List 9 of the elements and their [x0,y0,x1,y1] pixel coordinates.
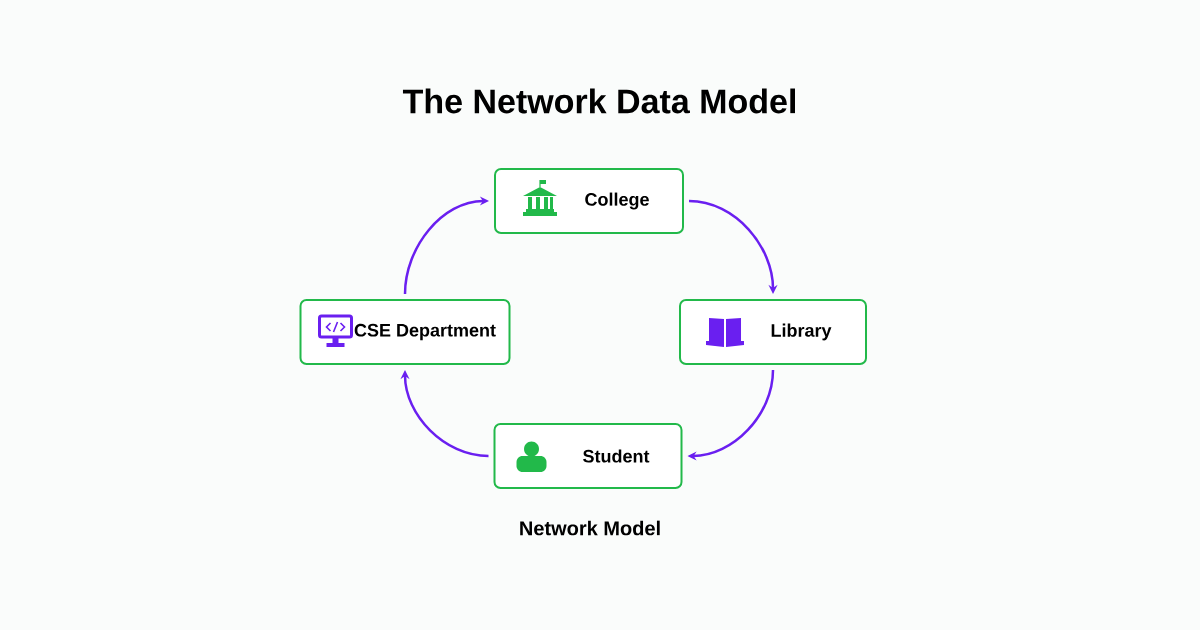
caption: Network Model [520,520,660,536]
title: The Network Data Model [402,88,795,114]
entity-box: Student [493,423,683,489]
entity-box: Library [679,299,867,365]
entity-box: College [494,168,684,234]
arrow [403,196,489,295]
arrow [688,199,778,294]
arrow [400,370,489,458]
entity-box: CSE Department [299,299,511,365]
